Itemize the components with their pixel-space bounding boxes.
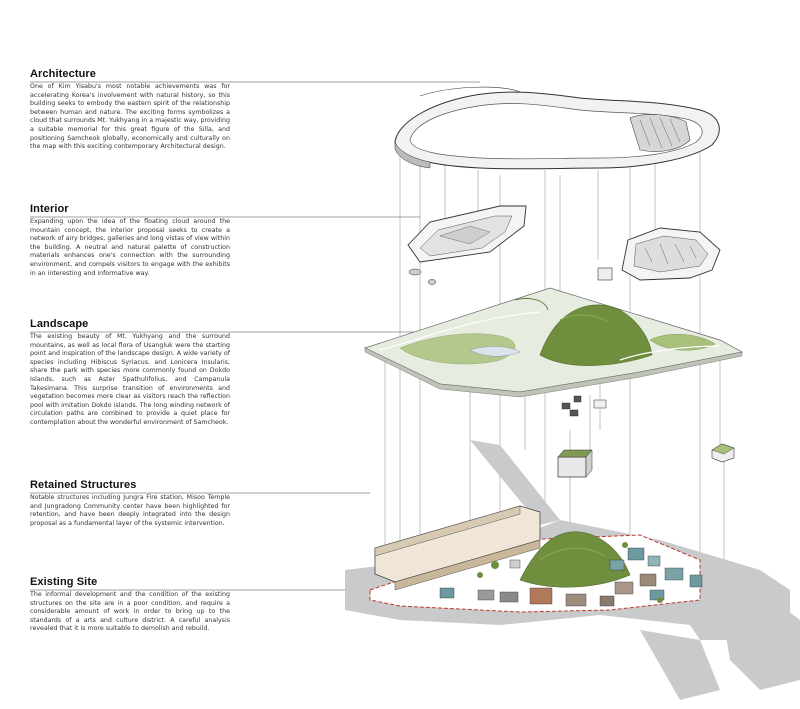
existing-site-section: Existing Site The informal development a…	[30, 576, 230, 634]
heading-leader-lines	[30, 81, 480, 591]
landscape-section: Landscape The existing beauty of Mt. Yuk…	[30, 318, 230, 428]
retained-structures-description: Notable structures including Jungra Fire…	[30, 494, 230, 527]
retained-structures-section: Retained Structures Notable structures i…	[30, 479, 230, 528]
architecture-cloud-roof	[394, 86, 720, 170]
interior-description: Expanding upon the idea of the floating …	[30, 218, 230, 277]
landscape-slab	[364, 287, 744, 398]
existing-site-heading: Existing Site	[30, 576, 98, 588]
architecture-heading: Architecture	[30, 68, 96, 80]
interior-volumes	[407, 205, 721, 285]
interior-section: Interior Expanding upon the idea of the …	[30, 203, 230, 278]
architecture-section: Architecture One of Kim Yisabu's most no…	[30, 68, 230, 152]
landscape-heading: Landscape	[30, 318, 89, 330]
existing-site-base	[345, 440, 800, 700]
retained-structures-heading: Retained Structures	[30, 479, 137, 491]
existing-site-description: The informal development and the conditi…	[30, 591, 230, 633]
interior-heading: Interior	[30, 203, 69, 215]
retained-structures	[557, 395, 735, 478]
architecture-description: One of Kim Yisabu's most notable achieve…	[30, 83, 230, 151]
landscape-description: The existing beauty of Mt. Yukhyang and …	[30, 333, 230, 426]
